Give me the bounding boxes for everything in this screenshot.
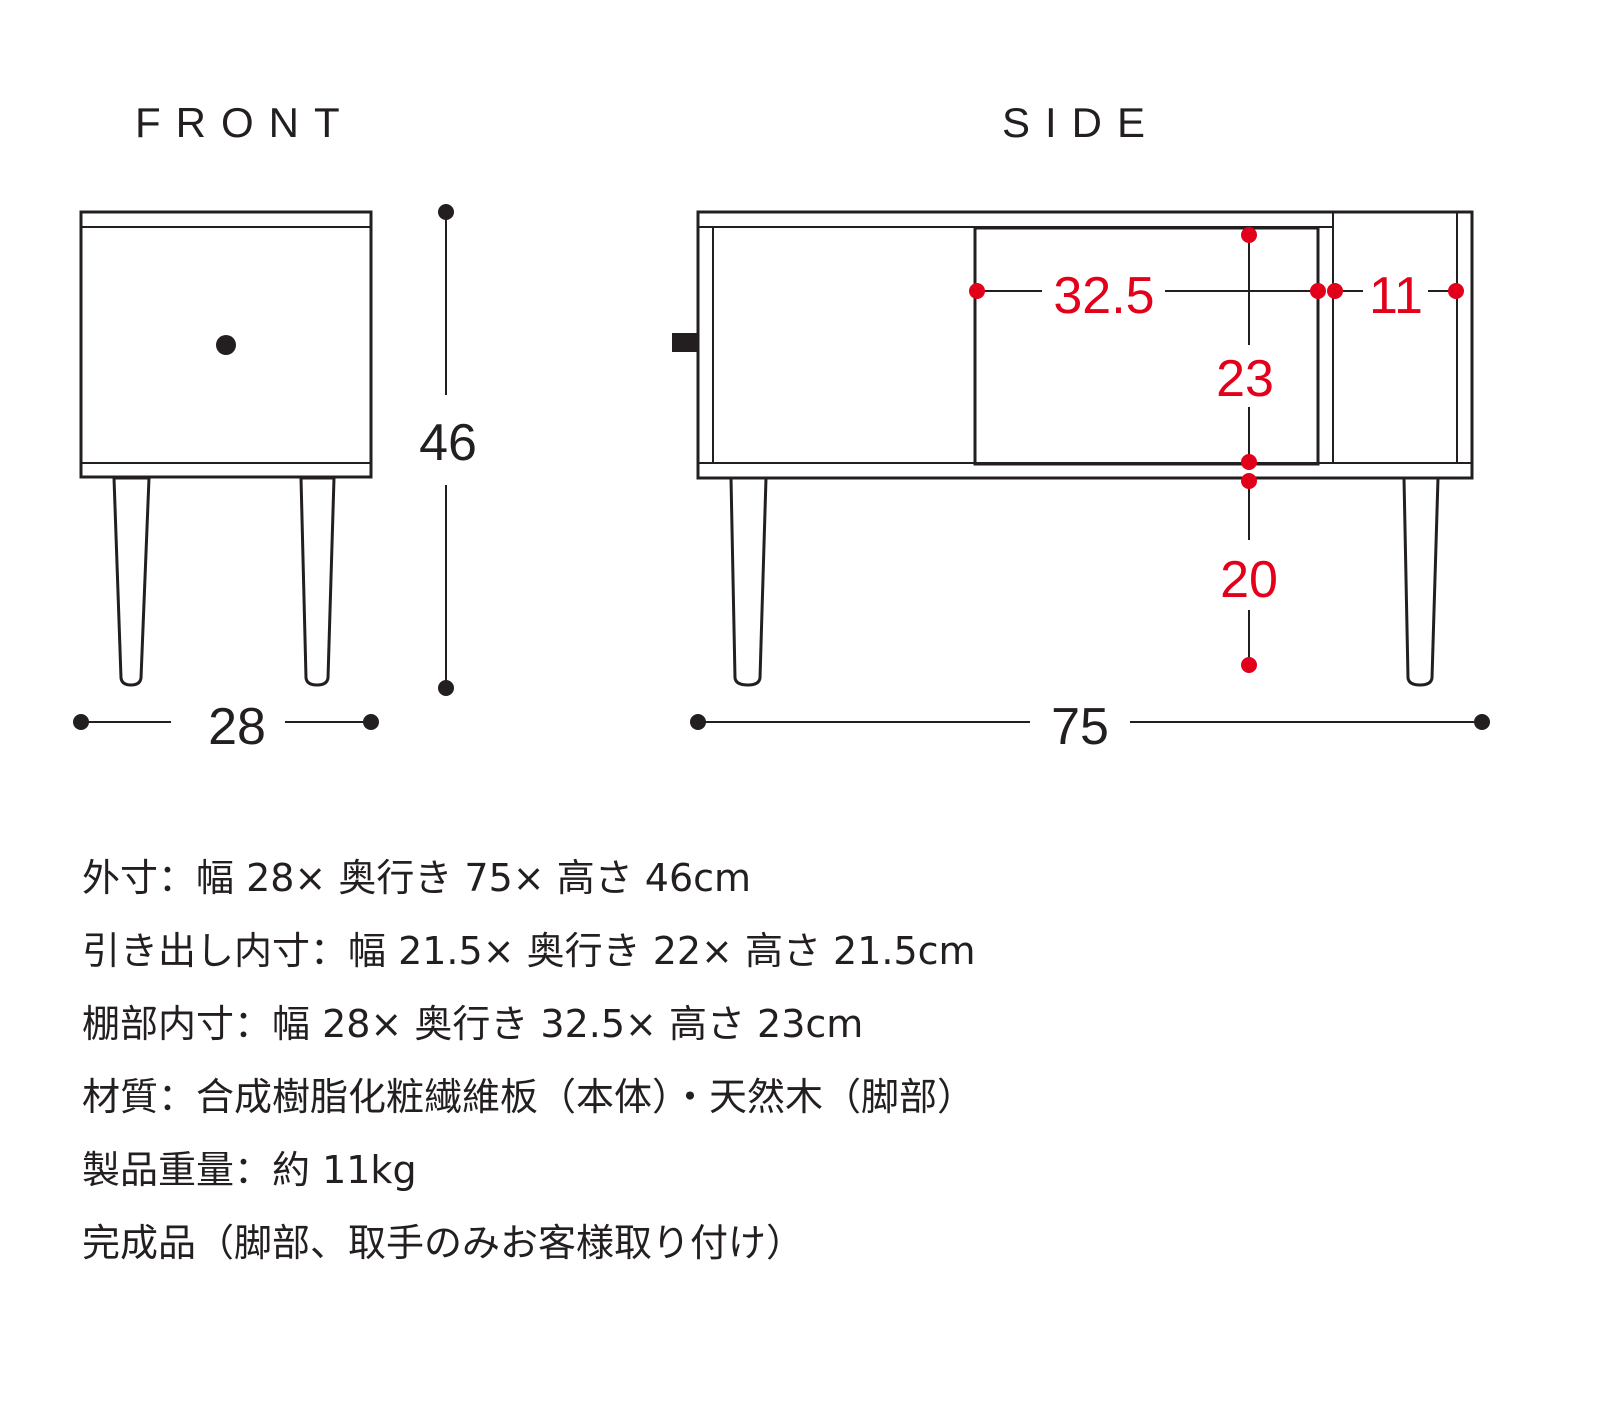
drawer-handle-side	[672, 333, 698, 352]
drawer-depth-dimension: 32.5	[969, 267, 1326, 325]
drawer-panel-side	[973, 226, 1320, 466]
shelf-depth-dimension: 11	[1327, 267, 1464, 325]
leg-height-label: 20	[1220, 551, 1278, 609]
front-width-label: 28	[208, 698, 266, 756]
side-view: SIDE 32.5 11	[672, 99, 1490, 756]
side-cabinet-body	[696, 210, 1474, 480]
drawer-height-dimension: 23	[1216, 227, 1274, 470]
spec-outer-dimensions: 外寸：幅 28× 奥行き 75× 高さ 46cm	[82, 856, 752, 900]
front-cabinet-body	[79, 210, 373, 479]
spec-drawer-inner-dimensions: 引き出し内寸：幅 21.5× 奥行き 22× 高さ 21.5cm	[82, 929, 976, 973]
front-leg-left	[112, 476, 151, 687]
drawer-depth-label: 32.5	[1053, 267, 1154, 325]
spec-shelf-inner-dimensions: 棚部内寸：幅 28× 奥行き 32.5× 高さ 23cm	[82, 1002, 864, 1046]
front-height-label: 46	[419, 414, 477, 472]
furniture-dimension-diagram: FRONT 46 28 SIDE	[73, 99, 1490, 756]
drawer-height-label: 23	[1216, 350, 1274, 408]
side-length-label: 75	[1051, 698, 1109, 756]
side-leg-left	[729, 476, 768, 687]
side-length-dimension: 75	[690, 698, 1490, 756]
spec-material: 材質：合成樹脂化粧繊維板（本体）・天然木（脚部）	[82, 1075, 976, 1119]
front-leg-right	[299, 476, 336, 687]
spec-assembly-note: 完成品（脚部、取手のみお客様取り付け）	[82, 1221, 805, 1265]
side-leg-right	[1402, 476, 1440, 687]
side-view-title: SIDE	[1002, 99, 1160, 146]
spec-list: 外寸：幅 28× 奥行き 75× 高さ 46cm 引き出し内寸：幅 21.5× …	[82, 842, 976, 1280]
front-view-title: FRONT	[135, 99, 355, 146]
leg-height-dimension: 20	[1220, 473, 1278, 673]
shelf-depth-label: 11	[1369, 267, 1423, 325]
drawer-knob-front	[216, 335, 236, 355]
front-width-dimension: 28	[73, 698, 379, 756]
spec-weight: 製品重量：約 11kg	[82, 1148, 417, 1192]
front-height-dimension: 46	[419, 204, 477, 696]
front-view: FRONT 46 28	[73, 99, 477, 756]
